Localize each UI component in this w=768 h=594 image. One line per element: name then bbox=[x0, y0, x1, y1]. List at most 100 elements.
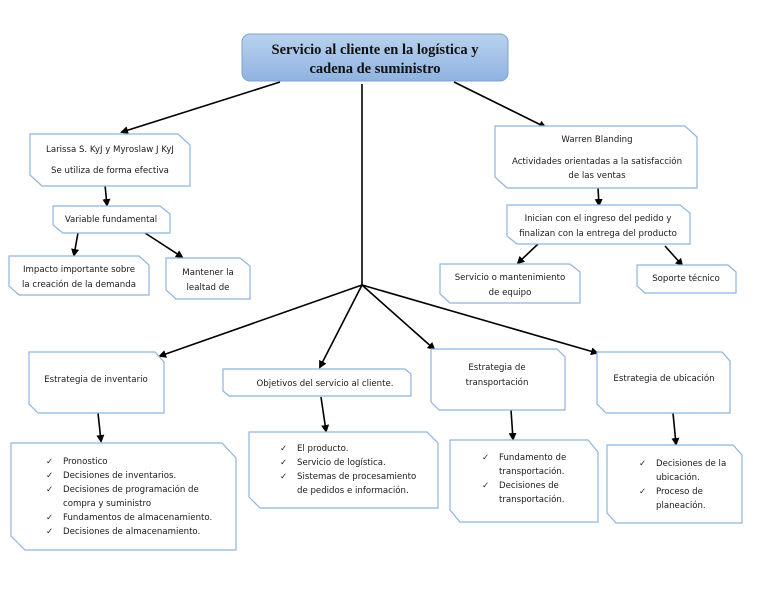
connector-inventario-to-list bbox=[96, 412, 105, 443]
connector-process-to-support bbox=[664, 245, 684, 267]
box-outline bbox=[29, 133, 191, 187]
impact-line-2: la creación de la demanda bbox=[22, 279, 136, 290]
variable-label: Variable fundamental bbox=[65, 215, 157, 225]
list-item-text: Proceso de bbox=[656, 487, 703, 497]
author-description: Se utiliza de forma efectiva bbox=[51, 166, 169, 176]
impact-line-1: Impacto importante sobre bbox=[23, 265, 135, 275]
list-transportacion-box[interactable]: ✓ Fundamento de transportación. ✓ Decisi… bbox=[449, 439, 599, 523]
check-icon: ✓ bbox=[639, 459, 646, 469]
check-icon: ✓ bbox=[46, 457, 53, 467]
check-icon: ✓ bbox=[482, 453, 489, 463]
connector-author-to-variable bbox=[102, 184, 111, 207]
list-item: ✓ Decisiones de programación de compra y… bbox=[46, 484, 199, 509]
check-icon: ✓ bbox=[46, 527, 53, 537]
connector-hub-to-ubicacion bbox=[361, 284, 599, 356]
process-line-1: Inician con el ingreso del pedido y bbox=[525, 214, 672, 224]
check-icon: ✓ bbox=[280, 458, 287, 468]
strategy-inventario-label: Estrategia de inventario bbox=[44, 375, 148, 385]
list-item-text: Fundamentos de almacenamiento. bbox=[63, 513, 212, 523]
list-item: ✓ Fundamentos de almacenamiento. bbox=[46, 513, 212, 523]
box-outline bbox=[596, 351, 731, 414]
list-item: ✓ Decisiones de la ubicación. bbox=[639, 459, 726, 483]
box-outline bbox=[636, 264, 737, 294]
list-item-text: El producto. bbox=[297, 444, 348, 454]
list-item-text: Sistemas de procesamiento bbox=[297, 472, 416, 482]
title-line-1: Servicio al cliente en la logística y bbox=[272, 42, 480, 58]
box-outline bbox=[248, 431, 439, 509]
loyalty-line-1: Mantener la bbox=[182, 268, 233, 278]
list-item: ✓ Proceso de planeación. bbox=[639, 487, 706, 511]
technical-support-box[interactable]: Soporte técnico bbox=[636, 264, 737, 294]
check-icon: ✓ bbox=[46, 471, 53, 481]
list-item-text: Fundamento de bbox=[499, 453, 566, 463]
list-item: ✓ Fundamento de transportación. bbox=[482, 453, 566, 477]
warren-name: Warren Blanding bbox=[561, 135, 632, 145]
list-inventario-box[interactable]: ✓ Pronostico ✓ Decisiones de inventarios… bbox=[10, 442, 237, 551]
title-line-2: cadena de suministro bbox=[309, 61, 440, 77]
connector-hub-to-inventario bbox=[158, 284, 363, 358]
list-item: ✓ El producto. bbox=[280, 444, 348, 454]
connector-variable-to-impact bbox=[71, 232, 80, 257]
strategy-transportacion-box[interactable]: Estrategia de transportación bbox=[430, 348, 566, 411]
box-outline bbox=[165, 257, 251, 300]
box-outline bbox=[52, 205, 171, 234]
list-item-text-continued: transportación. bbox=[499, 466, 565, 477]
equipment-line-1: Servicio o mantenimiento bbox=[455, 273, 566, 283]
connector-warren-to-process bbox=[594, 187, 603, 207]
support-label: Soporte técnico bbox=[652, 273, 720, 284]
loyalty-line-2: lealtad de bbox=[187, 283, 230, 293]
loyalty-box[interactable]: Mantener la lealtad de bbox=[165, 257, 251, 300]
process-box[interactable]: Inician con el ingreso del pedido y fina… bbox=[506, 204, 691, 245]
strategy-transportacion-line-2: transportación bbox=[466, 377, 529, 388]
strategy-ubicacion-label: Estrategia de ubicación bbox=[613, 373, 714, 384]
title-box[interactable]: Servicio al cliente en la logística y ca… bbox=[241, 33, 509, 82]
right-author-box[interactable]: Warren Blanding Actividades orientadas a… bbox=[494, 125, 698, 189]
list-objetivos-box[interactable]: ✓ El producto. ✓ Servicio de logística. … bbox=[248, 431, 439, 509]
check-icon: ✓ bbox=[46, 513, 53, 523]
list-item-text: Decisiones de programación de bbox=[63, 484, 199, 495]
box-outline bbox=[449, 439, 599, 523]
list-item-text-continued: de pedidos e información. bbox=[297, 485, 409, 496]
check-icon: ✓ bbox=[280, 444, 287, 454]
list-item-text: Decisiones de almacenamiento. bbox=[63, 527, 200, 537]
variable-box[interactable]: Variable fundamental bbox=[52, 205, 171, 234]
list-ubicacion-box[interactable]: ✓ Decisiones de la ubicación. ✓ Proceso … bbox=[606, 444, 743, 524]
impact-box[interactable]: Impacto importante sobre la creación de … bbox=[8, 255, 150, 296]
box-outline bbox=[439, 263, 581, 304]
left-author-box[interactable]: Larissa S. KyJ y Myroslaw J KyJ Se utili… bbox=[29, 133, 191, 187]
list-item: ✓ Servicio de logística. bbox=[280, 458, 386, 468]
strategy-transportacion-line-1: Estrategia de bbox=[468, 363, 525, 373]
connector-title-to-right bbox=[453, 81, 547, 128]
list-item-text: Servicio de logística. bbox=[297, 458, 386, 468]
connector-title-to-left bbox=[120, 81, 281, 135]
connectors bbox=[71, 81, 684, 446]
list-item-text-continued: compra y suministro bbox=[63, 499, 151, 509]
connector-objetivos-to-list bbox=[320, 396, 330, 433]
list-item-text-continued: planeación. bbox=[656, 500, 706, 511]
check-icon: ✓ bbox=[482, 481, 489, 491]
connector-process-to-service bbox=[516, 243, 539, 265]
connector-hub-to-transportacion bbox=[361, 284, 436, 351]
list-item: ✓ Decisiones de inventarios. bbox=[46, 471, 176, 481]
list-item: ✓ Decisiones de transportación. bbox=[482, 481, 565, 505]
connector-transportacion-to-list bbox=[508, 409, 517, 441]
list-item-text-continued: transportación. bbox=[499, 494, 565, 505]
box-outline bbox=[606, 444, 743, 524]
box-outline bbox=[506, 204, 691, 245]
warren-line-2: Actividades orientadas a la satisfacción bbox=[512, 156, 682, 167]
check-icon: ✓ bbox=[639, 487, 646, 497]
connector-hub-to-objetivos bbox=[319, 284, 363, 369]
author-names: Larissa S. KyJ y Myroslaw J KyJ bbox=[46, 145, 174, 155]
strategy-inventario-box[interactable]: Estrategia de inventario bbox=[28, 351, 165, 414]
check-icon: ✓ bbox=[46, 485, 53, 495]
equipment-service-box[interactable]: Servicio o mantenimiento de equipo bbox=[439, 263, 581, 304]
equipment-line-2: de equipo bbox=[489, 288, 532, 298]
box-outline bbox=[8, 255, 150, 296]
strategy-ubicacion-box[interactable]: Estrategia de ubicación bbox=[596, 351, 731, 414]
process-line-2: finalizan con la entrega del producto bbox=[519, 229, 677, 239]
strategy-objetivos-box[interactable]: Objetivos del servicio al cliente. bbox=[222, 368, 412, 397]
list-item-text: Decisiones de bbox=[499, 481, 559, 491]
box-outline bbox=[222, 368, 412, 397]
box-outline bbox=[494, 125, 698, 189]
